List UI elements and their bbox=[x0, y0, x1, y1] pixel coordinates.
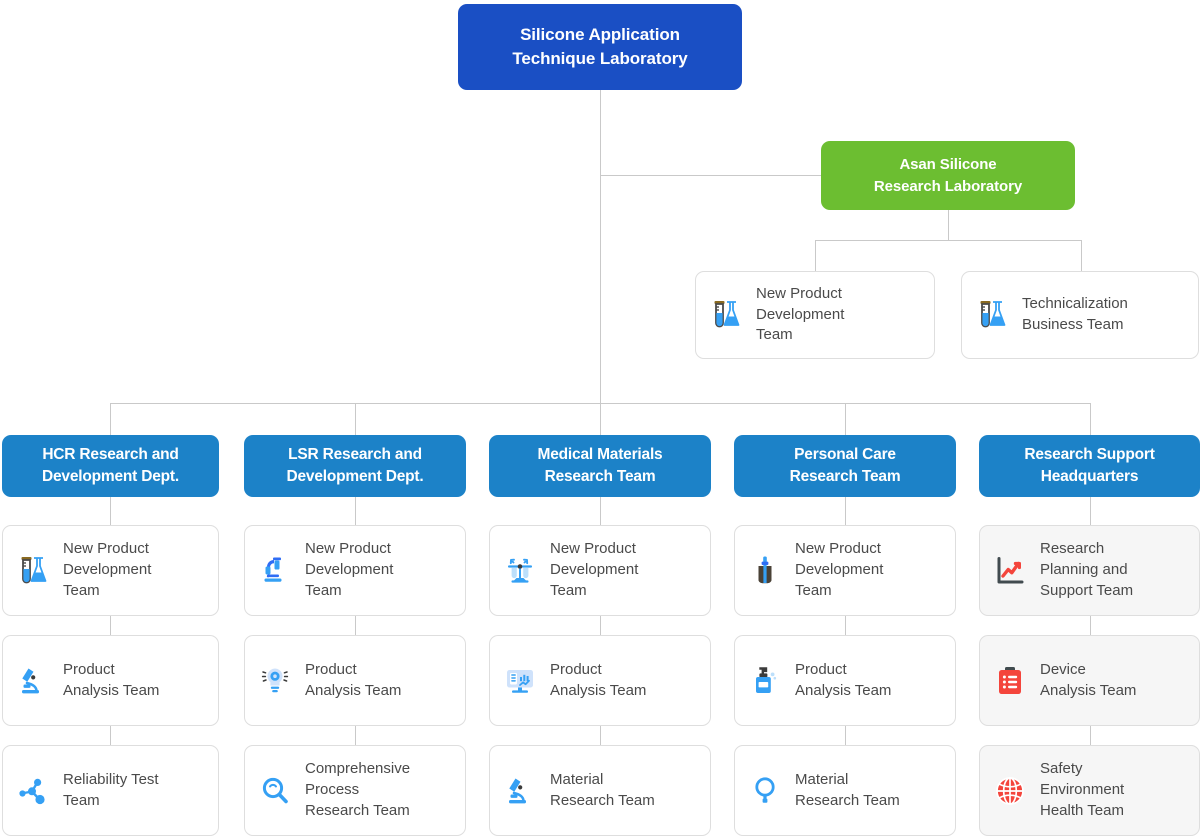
node-team-5-2[interactable]: Device Analysis Team bbox=[979, 635, 1200, 726]
node-team-1-2[interactable]: Product Analysis Team bbox=[2, 635, 219, 726]
connector-team-2-2 bbox=[355, 616, 356, 635]
node-team-label: Material Research Team bbox=[550, 770, 655, 809]
connector-team-5-1 bbox=[1090, 497, 1091, 525]
node-asan-child-2[interactable]: Technicalization Business Team bbox=[961, 271, 1199, 359]
node-team-label: Product Analysis Team bbox=[305, 660, 402, 699]
connector-team-5-3 bbox=[1090, 726, 1091, 745]
lab-stand-icon bbox=[500, 551, 540, 591]
node-team-label: Research Planning and Support Team bbox=[1040, 540, 1134, 599]
node-team-2-3[interactable]: Comprehensive Process Research Team bbox=[244, 745, 466, 836]
node-team-label: Device Analysis Team bbox=[1040, 660, 1137, 699]
node-team-3-3[interactable]: Material Research Team bbox=[489, 745, 711, 836]
lightbulb-gear-icon bbox=[255, 661, 295, 701]
microscope-side-icon bbox=[255, 551, 295, 591]
connector-team-2-1 bbox=[355, 497, 356, 525]
node-team-3-1[interactable]: New Product Development Team bbox=[489, 525, 711, 616]
connector-team-1-1 bbox=[110, 497, 111, 525]
test-tube-flask-icon bbox=[706, 295, 746, 335]
magnifier-icon bbox=[255, 771, 295, 811]
node-team-1-1[interactable]: New Product Development Team bbox=[2, 525, 219, 616]
connector-team-3-1 bbox=[600, 497, 601, 525]
monitor-chart-icon bbox=[500, 661, 540, 701]
node-team-label: New Product Development Team bbox=[795, 540, 884, 599]
node-team-5-3[interactable]: Safety Environment Health Team bbox=[979, 745, 1200, 836]
connector-team-1-3 bbox=[110, 726, 111, 745]
connector-team-2-3 bbox=[355, 726, 356, 745]
connector-team-3-2 bbox=[600, 616, 601, 635]
dropper-bottle-icon bbox=[745, 551, 785, 591]
clipboard-icon bbox=[990, 661, 1030, 701]
node-department-label: HCR Research and Development Dept. bbox=[42, 445, 179, 485]
node-department-label: LSR Research and Development Dept. bbox=[286, 445, 424, 485]
node-team-label: Material Research Team bbox=[795, 770, 900, 809]
connector-asan-child-2 bbox=[1081, 240, 1082, 271]
node-team-2-2[interactable]: Product Analysis Team bbox=[244, 635, 466, 726]
connector-dept-4 bbox=[845, 403, 846, 435]
node-team-label: New Product Development Team bbox=[550, 540, 639, 599]
connector-team-4-1 bbox=[845, 497, 846, 525]
node-asan-child-2-label: Technicalization Business Team bbox=[1022, 295, 1128, 333]
connector-root-trunk bbox=[600, 90, 601, 403]
connector-asan-child-1 bbox=[815, 240, 816, 271]
node-team-label: New Product Development Team bbox=[305, 540, 394, 599]
node-asan-lab-label: Asan Silicone Research Laboratory bbox=[873, 156, 1023, 195]
node-asan-lab[interactable]: Asan Silicone Research Laboratory bbox=[821, 141, 1075, 210]
line-chart-icon bbox=[990, 551, 1030, 591]
node-team-label: Product Analysis Team bbox=[550, 660, 647, 699]
connector-dept-1 bbox=[110, 403, 111, 435]
connector-team-4-3 bbox=[845, 726, 846, 745]
magnifier-outline-icon bbox=[745, 771, 785, 811]
node-team-1-3[interactable]: Reliability Test Team bbox=[2, 745, 219, 836]
node-department-label: Personal Care Research Team bbox=[789, 445, 901, 485]
node-department-5[interactable]: Research Support Headquarters bbox=[979, 435, 1200, 497]
node-team-4-3[interactable]: Material Research Team bbox=[734, 745, 956, 836]
pump-bottle-icon bbox=[745, 661, 785, 701]
test-tube-flask-icon bbox=[13, 551, 53, 591]
node-team-label: New Product Development Team bbox=[63, 540, 152, 599]
connector-team-4-2 bbox=[845, 616, 846, 635]
connector-asan-bus bbox=[815, 240, 1082, 241]
node-team-2-1[interactable]: New Product Development Team bbox=[244, 525, 466, 616]
connector-team-1-2 bbox=[110, 616, 111, 635]
node-team-label: Reliability Test Team bbox=[63, 770, 159, 809]
node-team-label: Safety Environment Health Team bbox=[1040, 760, 1125, 819]
microscope-icon bbox=[13, 661, 53, 701]
connector-dept-3 bbox=[600, 403, 601, 435]
connector-root-to-asan bbox=[600, 175, 823, 176]
test-tube-flask-icon bbox=[972, 295, 1012, 335]
node-department-4[interactable]: Personal Care Research Team bbox=[734, 435, 956, 497]
node-asan-child-1-label: New Product Development Team bbox=[756, 284, 845, 344]
node-team-4-1[interactable]: New Product Development Team bbox=[734, 525, 956, 616]
connector-dept-2 bbox=[355, 403, 356, 435]
connector-dept-5 bbox=[1090, 403, 1091, 435]
molecule-network-icon bbox=[13, 771, 53, 811]
connector-team-3-3 bbox=[600, 726, 601, 745]
node-team-label: Product Analysis Team bbox=[795, 660, 892, 699]
node-department-1[interactable]: HCR Research and Development Dept. bbox=[2, 435, 219, 497]
connector-asan-down bbox=[948, 210, 949, 241]
microscope-icon bbox=[500, 771, 540, 811]
node-team-4-2[interactable]: Product Analysis Team bbox=[734, 635, 956, 726]
globe-icon bbox=[990, 771, 1030, 811]
node-asan-child-1[interactable]: New Product Development Team bbox=[695, 271, 935, 359]
node-team-5-1[interactable]: Research Planning and Support Team bbox=[979, 525, 1200, 616]
node-team-label: Comprehensive Process Research Team bbox=[305, 760, 411, 819]
node-root-label: Silicone Application Technique Laborator… bbox=[512, 24, 688, 68]
node-team-3-2[interactable]: Product Analysis Team bbox=[489, 635, 711, 726]
node-department-label: Research Support Headquarters bbox=[1024, 445, 1155, 485]
node-team-label: Product Analysis Team bbox=[63, 660, 160, 699]
node-department-3[interactable]: Medical Materials Research Team bbox=[489, 435, 711, 497]
node-department-label: Medical Materials Research Team bbox=[537, 445, 663, 485]
connector-team-5-2 bbox=[1090, 616, 1091, 635]
node-root[interactable]: Silicone Application Technique Laborator… bbox=[458, 4, 742, 90]
node-department-2[interactable]: LSR Research and Development Dept. bbox=[244, 435, 466, 497]
